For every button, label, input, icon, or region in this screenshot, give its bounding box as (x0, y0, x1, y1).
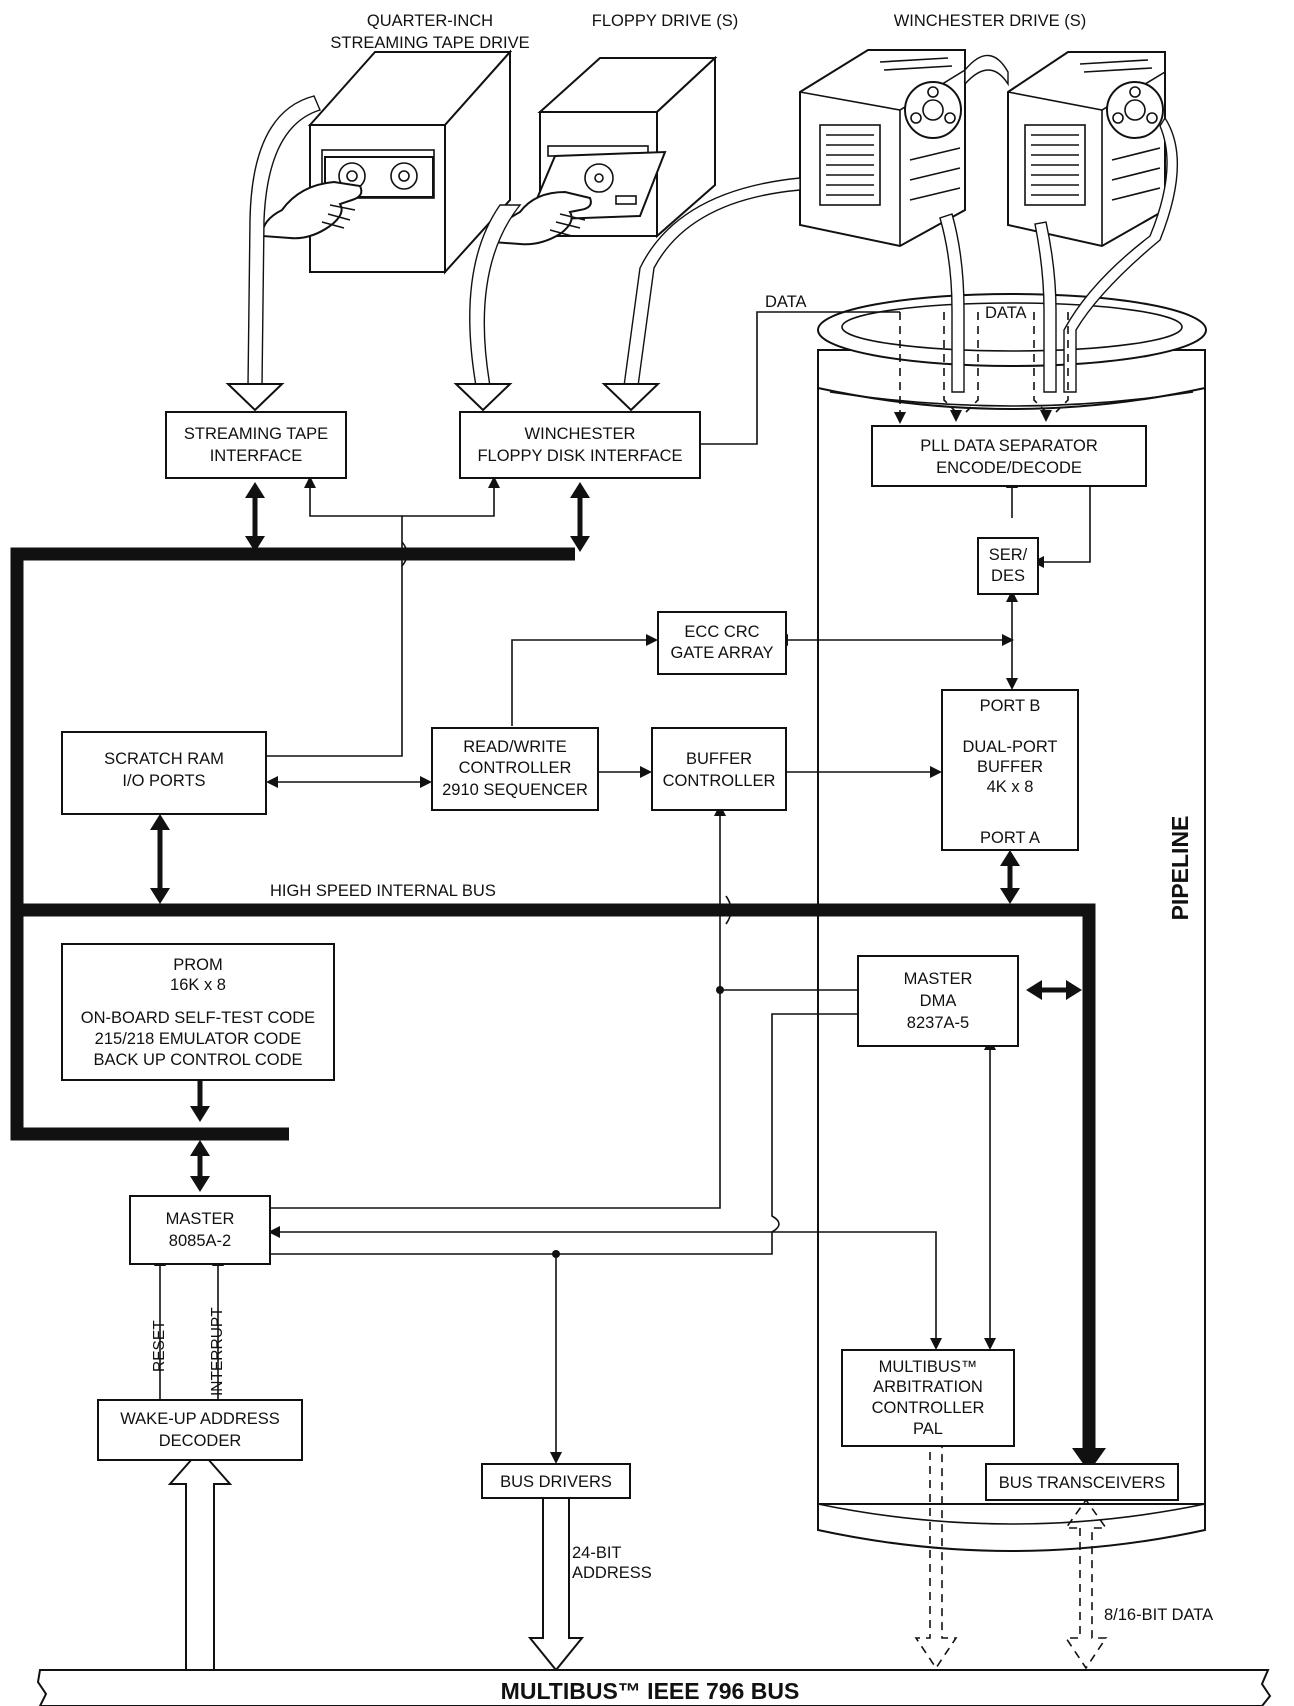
svg-text:8085A-2: 8085A-2 (169, 1232, 231, 1250)
dual-port-buffer-box: PORT B DUAL-PORT BUFFER 4K x 8 PORT A (941, 689, 1079, 851)
svg-text:MULTIBUS™: MULTIBUS™ (879, 1358, 978, 1376)
streaming-tape-interface-box: STREAMING TAPE INTERFACE (165, 411, 347, 479)
svg-text:PORT A: PORT A (980, 829, 1040, 847)
high-speed-internal-bus: HIGH SPEED INTERNAL BUS (10, 547, 1106, 1472)
bus-transceivers-box: BUS TRANSCEIVERS (985, 1463, 1179, 1501)
svg-text:DECODER: DECODER (159, 1432, 242, 1450)
svg-text:ARBITRATION: ARBITRATION (873, 1378, 983, 1396)
svg-text:INTERFACE: INTERFACE (210, 447, 303, 465)
read-write-controller-box: READ/WRITE CONTROLLER 2910 SEQUENCER (431, 727, 599, 811)
master-dma-box: MASTER DMA 8237A-5 (857, 955, 1019, 1047)
svg-text:PAL: PAL (913, 1420, 943, 1438)
svg-text:MASTER: MASTER (904, 970, 973, 988)
signal-lines: RESET INTERRUPT (151, 311, 1091, 1464)
svg-text:ECC CRC: ECC CRC (684, 623, 759, 641)
pipeline-cylinder: PIPELINE (817, 293, 1207, 1552)
multibus-label: MULTIBUS™ IEEE 796 BUS (501, 1678, 800, 1704)
tape-drive-title-2: STREAMING TAPE DRIVE (330, 34, 529, 52)
svg-text:2910 SEQUENCER: 2910 SEQUENCER (442, 781, 588, 799)
winchester-drive-1-illustration (799, 49, 966, 248)
svg-text:GATE ARRAY: GATE ARRAY (671, 644, 774, 662)
svg-text:BACK UP CONTROL CODE: BACK UP CONTROL CODE (93, 1051, 302, 1069)
svg-text:PROM: PROM (173, 956, 223, 974)
wakeup-address-decoder-box: WAKE-UP ADDRESS DECODER (97, 1399, 303, 1461)
svg-text:4K x 8: 4K x 8 (987, 778, 1034, 796)
multibus-bar: MULTIBUS™ IEEE 796 BUS (36, 1669, 1272, 1706)
svg-text:CONTROLLER: CONTROLLER (872, 1399, 985, 1417)
svg-text:DMA: DMA (920, 992, 957, 1010)
winchester-drive-title: WINCHESTER DRIVE (S) (894, 12, 1087, 30)
svg-text:BUFFER: BUFFER (977, 758, 1043, 776)
data-label-left: DATA (765, 293, 807, 311)
svg-text:CONTROLLER: CONTROLLER (459, 759, 572, 777)
svg-text:MASTER: MASTER (166, 1210, 235, 1228)
svg-text:ENCODE/DECODE: ENCODE/DECODE (936, 459, 1082, 477)
svg-text:PORT B: PORT B (980, 697, 1041, 715)
floppy-drive-title: FLOPPY DRIVE (S) (592, 12, 738, 30)
svg-text:ON-BOARD SELF-TEST CODE: ON-BOARD SELF-TEST CODE (81, 1009, 315, 1027)
cable-arrowheads (225, 383, 661, 412)
svg-text:16K x 8: 16K x 8 (170, 976, 226, 994)
svg-text:WINCHESTER: WINCHESTER (525, 425, 636, 443)
svg-text:SCRATCH RAM: SCRATCH RAM (104, 750, 224, 768)
svg-text:SER/: SER/ (989, 546, 1028, 564)
pll-data-separator-box: PLL DATA SEPARATOR ENCODE/DECODE (871, 425, 1147, 487)
svg-text:BUS DRIVERS: BUS DRIVERS (500, 1473, 612, 1491)
buffer-controller-box: BUFFER CONTROLLER (651, 727, 787, 811)
svg-text:FLOPPY DISK INTERFACE: FLOPPY DISK INTERFACE (477, 447, 682, 465)
reset-label: RESET (151, 1320, 168, 1372)
svg-text:215/218 EMULATOR CODE: 215/218 EMULATOR CODE (95, 1030, 302, 1048)
svg-text:I/O PORTS: I/O PORTS (122, 772, 205, 790)
data-width-label: 8/16-BIT DATA (1104, 1606, 1213, 1624)
floppy-drive-illustration (490, 55, 718, 246)
svg-text:WAKE-UP ADDRESS: WAKE-UP ADDRESS (120, 1410, 280, 1428)
prom-box: PROM 16K x 8 ON-BOARD SELF-TEST CODE 215… (61, 943, 335, 1081)
svg-text:READ/WRITE: READ/WRITE (463, 738, 567, 756)
pipeline-label: PIPELINE (1167, 816, 1193, 921)
ecc-crc-gate-array-box: ECC CRC GATE ARRAY (657, 611, 787, 675)
bus-drivers-box: BUS DRIVERS (481, 1463, 631, 1499)
svg-text:STREAMING TAPE: STREAMING TAPE (184, 425, 328, 443)
winchester-floppy-interface-box: WINCHESTER FLOPPY DISK INTERFACE (459, 411, 701, 479)
svg-text:PLL DATA SEPARATOR: PLL DATA SEPARATOR (920, 437, 1098, 455)
data-label-right: DATA (985, 304, 1027, 322)
svg-text:DUAL-PORT: DUAL-PORT (962, 738, 1057, 756)
svg-text:BUFFER: BUFFER (686, 750, 752, 768)
arbitration-controller-box: MULTIBUS™ ARBITRATION CONTROLLER PAL (841, 1349, 1015, 1447)
scratch-ram-io-ports-box: SCRATCH RAM I/O PORTS (61, 731, 267, 815)
serdes-box: SER/ DES (977, 537, 1039, 595)
ribbon-cables (247, 54, 1178, 393)
svg-text:DES: DES (991, 567, 1025, 585)
tape-drive-illustration (260, 49, 513, 275)
internal-bus-label: HIGH SPEED INTERNAL BUS (270, 882, 496, 900)
master-8085-box: MASTER 8085A-2 (129, 1195, 271, 1265)
svg-text:8237A-5: 8237A-5 (907, 1014, 969, 1032)
winchester-drive-2-illustration (1007, 51, 1166, 248)
interrupt-label: INTERRUPT (209, 1307, 226, 1396)
address-label-2: ADDRESS (572, 1564, 652, 1582)
svg-text:BUS TRANSCEIVERS: BUS TRANSCEIVERS (999, 1474, 1166, 1492)
bus-connections (150, 482, 1082, 1192)
tape-drive-title-1: QUARTER-INCH (367, 12, 493, 30)
address-label-1: 24-BIT (572, 1544, 622, 1562)
multibus-hollow-arrows: 24-BIT ADDRESS 8/16-BIT DATA (167, 1378, 1213, 1677)
svg-text:CONTROLLER: CONTROLLER (663, 772, 776, 790)
